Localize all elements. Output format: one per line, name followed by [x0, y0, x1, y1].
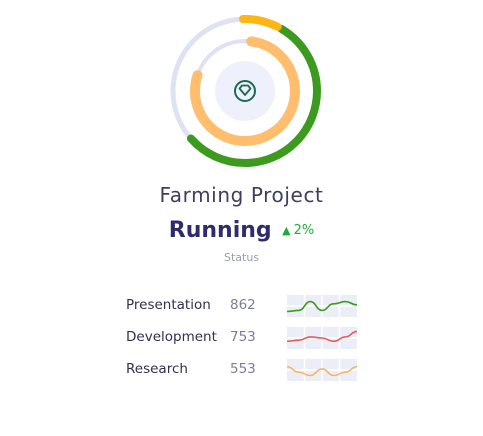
metric-row: Presentation 862	[126, 295, 366, 327]
status-row: Running ▲2%	[0, 218, 483, 243]
center-disc	[215, 61, 275, 121]
sparkline	[287, 359, 357, 381]
change-value: 2%	[293, 223, 315, 238]
sparkline-trend	[287, 300, 357, 313]
metric-label: Research	[126, 361, 188, 377]
metric-label: Presentation	[126, 297, 211, 313]
project-title: Farming Project	[159, 183, 324, 207]
status-value: Running	[168, 218, 272, 243]
metrics-list: Presentation 862 Development 753 Researc…	[126, 295, 366, 391]
metric-value: 553	[230, 361, 256, 377]
diamond-icon	[234, 80, 256, 102]
metric-row: Research 553	[126, 359, 366, 391]
sparkline-trend	[287, 365, 357, 377]
metric-value: 753	[230, 329, 256, 345]
sparkline	[287, 295, 357, 317]
status-label: Status	[223, 251, 260, 264]
inner-ring-orange	[190, 36, 300, 146]
sparkline-trend	[287, 330, 357, 343]
sparkline	[287, 327, 357, 349]
progress-rings	[169, 15, 321, 167]
metric-value: 862	[230, 297, 256, 313]
outer-ring-yellow	[169, 15, 321, 167]
arrow-up-icon: ▲	[282, 224, 291, 237]
metric-label: Development	[126, 329, 217, 345]
outer-ring-green	[169, 15, 321, 167]
change-indicator: ▲2%	[282, 223, 314, 238]
metric-row: Development 753	[126, 327, 366, 359]
